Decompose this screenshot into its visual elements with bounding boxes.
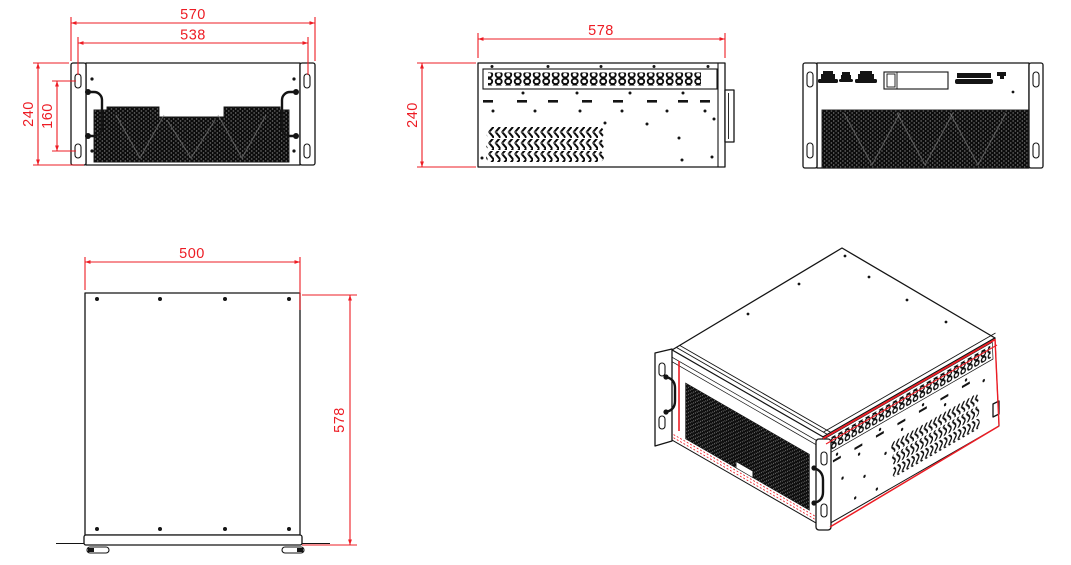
dimension-front-width-outer: 570 [70,7,316,61]
side-vent-slots [488,72,701,86]
top-panel [84,292,301,536]
ear-slot [1032,142,1040,159]
iso-side-screws [835,378,985,500]
rack-ear-right [1028,62,1044,169]
iso-front-lip [676,345,831,435]
isometric-view [654,247,1000,531]
dim-label: 578 [588,23,614,39]
dimension-side-height: 240 [405,62,476,168]
iso-red-dotted-edge [673,434,822,521]
front-screws [90,77,296,153]
connector [855,71,877,83]
side-vent-band-frame [482,68,718,90]
dimension-front-width-mounting: 538 [77,28,309,75]
dimension-front-height: 240 [21,62,84,166]
ear-slot [806,142,814,159]
rack-ear-left [802,62,818,169]
ear-slot [303,73,311,89]
io-window [883,71,949,90]
ear-slot [1032,71,1040,88]
iso-handle-right [811,465,825,506]
dimension-front-mounting-height: 160 [40,80,76,152]
connector [818,71,838,83]
iso-red-dotted-edge [673,437,822,524]
iso-red-edges [678,338,1000,528]
top-view: 500 578 [56,246,357,554]
rack-ear-right [299,62,316,166]
front-handle-left [85,89,104,139]
rear-mesh-vent [821,109,1029,169]
ear-slot [303,143,311,159]
side-screws [480,65,716,162]
front-edge-strip [83,534,303,546]
dim-label: 500 [179,246,205,262]
iso-ear-left [654,348,673,447]
mesh-seams [843,112,1007,167]
iso-chevron-vents [891,394,980,477]
iso-top-screws [746,254,948,324]
side-chevron-vents [486,127,604,162]
connector [997,72,1006,79]
iso-handle-left [663,374,677,415]
ear-slot [806,71,814,88]
handle-foot-right [281,546,305,554]
screw-dot [1011,90,1015,94]
connector [955,73,993,84]
dim-label: 578 [332,407,348,433]
side-vent-dashes [483,100,710,103]
mesh-seams [115,114,267,160]
iso-side-dashes [832,381,970,463]
handle-foot-left [86,546,110,554]
dimension-side-depth: 578 [477,23,726,58]
dim-label: 160 [40,103,56,129]
dimension-top-width: 500 [84,246,301,310]
dim-label: 538 [180,28,206,44]
front-view: 570 538 240 160 [21,7,316,166]
dim-label: 240 [405,102,421,128]
front-mesh-vent [93,106,290,163]
dim-label: 240 [21,101,37,127]
side-view: 578 240 [405,23,735,168]
dimension-top-depth: 578 [302,294,357,546]
connector [839,72,853,82]
top-screws [95,297,291,531]
side-rear-bracket [724,89,735,143]
rear-connector-row [818,71,1015,94]
front-handle-right [280,89,299,139]
rear-view [802,62,1044,169]
rack-ear-left [70,62,87,166]
dim-label: 570 [180,7,206,23]
